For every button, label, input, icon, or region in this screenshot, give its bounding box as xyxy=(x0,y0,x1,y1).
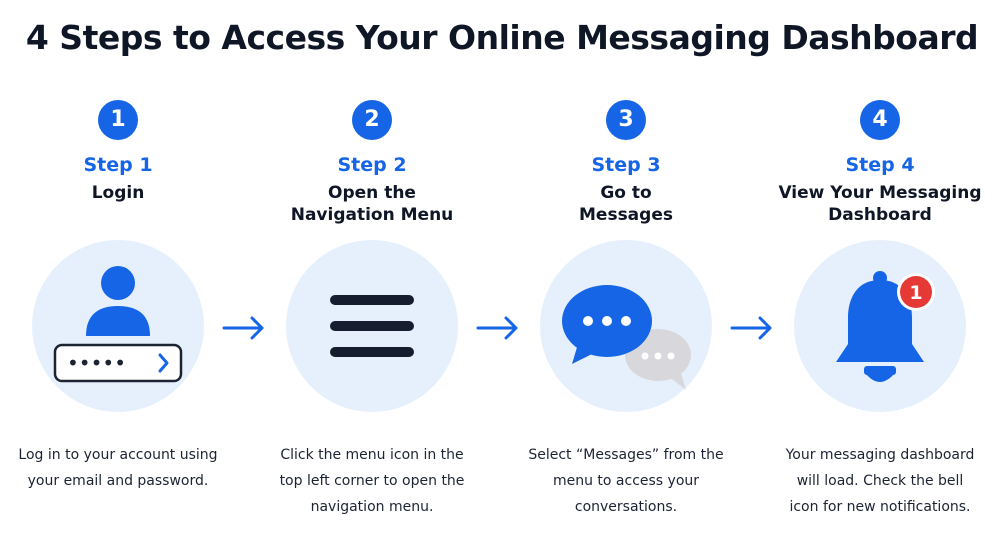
step-4-header: 4 Step 4 View Your Messaging Dashboard xyxy=(765,100,995,226)
step-3-title: Go to Messages xyxy=(511,182,741,226)
step-3-header: 3 Step 3 Go to Messages xyxy=(511,100,741,226)
step-1-illustration: ••••• xyxy=(32,240,204,412)
step-4-illustration: 1 xyxy=(794,240,966,412)
step-2-title: Open the Navigation Menu xyxy=(257,182,487,226)
step-2-illustration xyxy=(286,240,458,412)
arrow-right-icon xyxy=(476,316,518,340)
step-3-number-badge: 3 xyxy=(606,100,646,140)
password-mask: ••••• xyxy=(67,351,126,375)
user-login-icon: ••••• xyxy=(53,266,183,383)
step-4-number-badge: 4 xyxy=(860,100,900,140)
page-title: 4 Steps to Access Your Online Messaging … xyxy=(25,18,979,57)
step-2-title-line2: Navigation Menu xyxy=(290,205,454,225)
step-2-number-badge: 2 xyxy=(352,100,392,140)
arrow-right-icon xyxy=(222,316,264,340)
step-4-label: Step 4 xyxy=(845,154,915,176)
step-3-title-line2: Messages xyxy=(579,205,673,225)
notification-badge-count: 1 xyxy=(909,282,922,304)
bell-notification-icon: 1 xyxy=(836,271,935,382)
step-2-label: Step 2 xyxy=(337,154,407,176)
step-3-title-line1: Go to xyxy=(600,183,652,203)
step-1-label: Step 1 xyxy=(83,154,153,176)
arrow-right-icon xyxy=(730,316,772,340)
hamburger-menu-icon xyxy=(330,295,414,357)
step-1-header: 1 Step 1 Login xyxy=(3,100,233,204)
step-4-title: View Your Messaging Dashboard xyxy=(765,182,995,226)
step-4-title-line1: View Your Messaging xyxy=(778,183,982,203)
step-1-title: Login xyxy=(3,182,233,204)
step-1-title-line1: Login xyxy=(91,183,145,203)
chat-bubbles-icon xyxy=(562,285,691,390)
chevron-right-icon xyxy=(158,353,169,373)
step-1-number-badge: 1 xyxy=(98,100,138,140)
step-2-description: Click the menu icon in the top left corn… xyxy=(279,447,465,515)
step-2-header: 2 Step 2 Open the Navigation Menu xyxy=(257,100,487,226)
step-4-title-line2: Dashboard xyxy=(828,205,932,225)
step-3-description: Select “Messages” from the menu to acces… xyxy=(528,447,724,515)
step-2-title-line1: Open the xyxy=(328,183,416,203)
step-3-label: Step 3 xyxy=(591,154,661,176)
step-3-illustration xyxy=(540,240,712,412)
step-1-description: Log in to your account using your email … xyxy=(18,447,218,489)
step-4-description: Your messaging dashboard will load. Chec… xyxy=(785,447,975,515)
